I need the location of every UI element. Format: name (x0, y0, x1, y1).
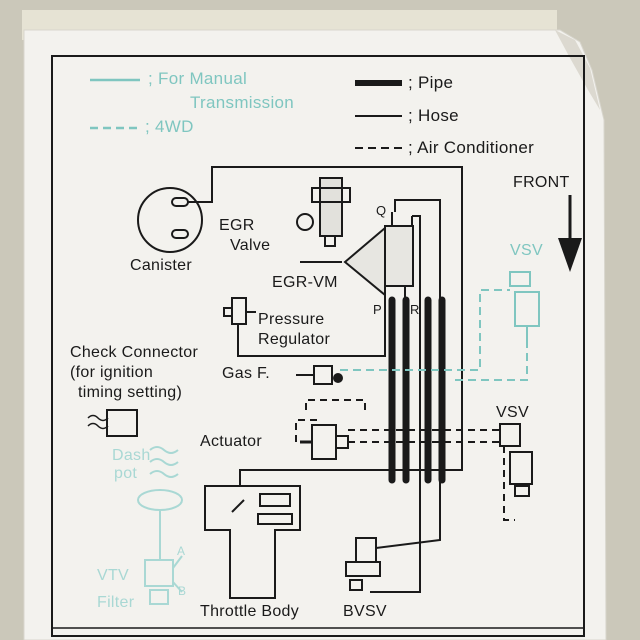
legend-pipe-label: ; Pipe (408, 73, 454, 92)
pressure-regulator-label-line2: Regulator (258, 331, 331, 348)
port-a-label: A (177, 544, 186, 558)
front-label: FRONT (513, 174, 570, 191)
legend-air-conditioner-label: ; Air Conditioner (408, 138, 535, 157)
check-connector-label-line2: (for ignition (70, 364, 154, 381)
actuator-label: Actuator (200, 433, 262, 450)
bvsv-label: BVSV (343, 603, 387, 620)
vtv-component (144, 555, 183, 605)
peeled-corner (555, 30, 600, 110)
vtv-label: VTV (97, 567, 130, 584)
throttle-body-label: Throttle Body (200, 603, 300, 620)
pipe-lines (388, 296, 446, 484)
pressure-regulator-label-line1: Pressure (258, 311, 325, 328)
port-p-label: P (373, 302, 382, 317)
manual-transmission-lines (340, 289, 528, 381)
hose-lines (188, 166, 463, 593)
vsv-upper-component (509, 271, 540, 340)
legend-hose-label: ; Hose (408, 106, 459, 125)
legend-4wd-label: ; 4WD (145, 117, 194, 136)
dash-pot-label-line1: Dash (112, 447, 151, 464)
air-conditioner-lines (295, 399, 515, 521)
sticker-card (23, 29, 607, 640)
check-connector-label-line3: timing setting) (78, 384, 183, 401)
vsv-upper-label: VSV (510, 242, 543, 259)
legend-manual-label-line2: Transmission (190, 93, 295, 112)
gas-filter-component (296, 365, 343, 385)
egr-valve-component (296, 177, 351, 247)
filter-label: Filter (97, 594, 135, 611)
dash-pot-label-line2: pot (114, 465, 138, 482)
check-connector-label-line1: Check Connector (70, 344, 199, 361)
dash-pot-component (137, 446, 183, 560)
port-r-label: R (410, 302, 420, 317)
canister-label: Canister (130, 257, 192, 274)
egr-vm-label: EGR-VM (272, 274, 338, 291)
vsv-lower-component (499, 423, 533, 497)
port-q-label: Q (376, 203, 387, 218)
front-arrow-icon (558, 195, 582, 272)
diagram-frame (51, 55, 585, 637)
throttle-body-component (204, 485, 301, 599)
egr-valve-label-line2: Valve (230, 237, 271, 254)
vsv-lower-label: VSV (496, 404, 529, 421)
check-connector-component (87, 409, 138, 437)
egr-valve-label-line1: EGR (219, 217, 255, 234)
bvsv-component (345, 537, 381, 591)
legend-manual-label-line1: ; For Manual (148, 69, 248, 88)
port-b-label: B (178, 584, 187, 598)
gas-filter-label: Gas F. (222, 365, 271, 382)
